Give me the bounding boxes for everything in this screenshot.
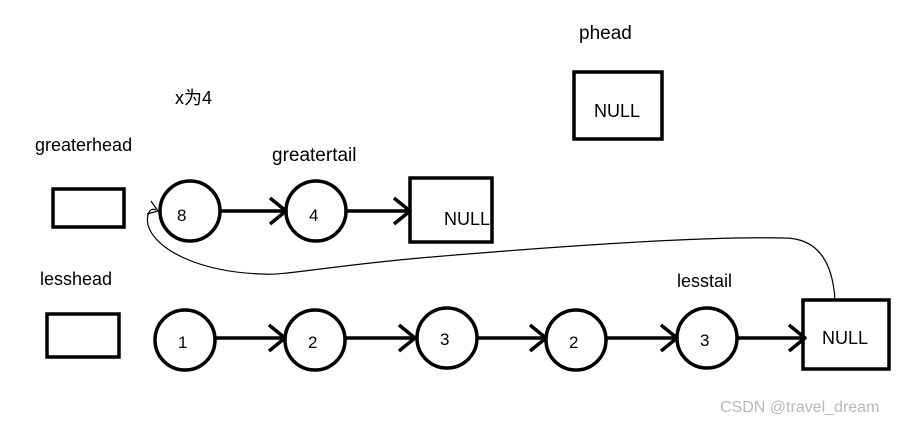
watermark: CSDN @travel_dream [720,399,879,416]
lesstail-label: lesstail [677,271,732,291]
less-null-box [801,298,891,371]
less-link-5-arrowhead [787,323,807,353]
less-node-5 [675,306,739,370]
greaterhead-label: greaterhead [35,135,132,155]
phead-null-box [572,70,664,141]
less-link-2-arrowhead [397,323,417,353]
greatertail-label: greatertail [272,145,357,166]
less-node-1 [153,308,217,372]
greater-node-2-value: 4 [309,206,318,225]
greater-null-box [408,176,494,244]
phead-label: phead [579,23,632,44]
link-lesstail-to-greaterhead-curve [146,208,836,301]
less-node-2 [283,308,347,372]
link-lesstail-to-greaterhead-arrowhead [146,200,159,215]
condition-label: x为4 [175,88,212,108]
less-null-text: NULL [822,328,868,348]
lesshead-label: lesshead [40,269,112,289]
less-node-3-value: 3 [440,330,449,349]
less-node-5-value: 3 [700,331,709,350]
lesshead-box [45,312,121,359]
less-node-3 [415,306,479,370]
less-node-4 [544,308,608,372]
less-node-1-value: 1 [178,333,187,352]
greater-node-1-value: 8 [177,206,186,225]
greater-node-1 [158,179,222,243]
greaterhead-box [51,187,126,229]
less-node-2-value: 2 [308,333,317,352]
greater-node-2 [284,179,348,243]
less-node-4-value: 2 [569,333,578,352]
phead-null-text: NULL [594,101,640,121]
greater-null-text: NULL [444,209,490,229]
